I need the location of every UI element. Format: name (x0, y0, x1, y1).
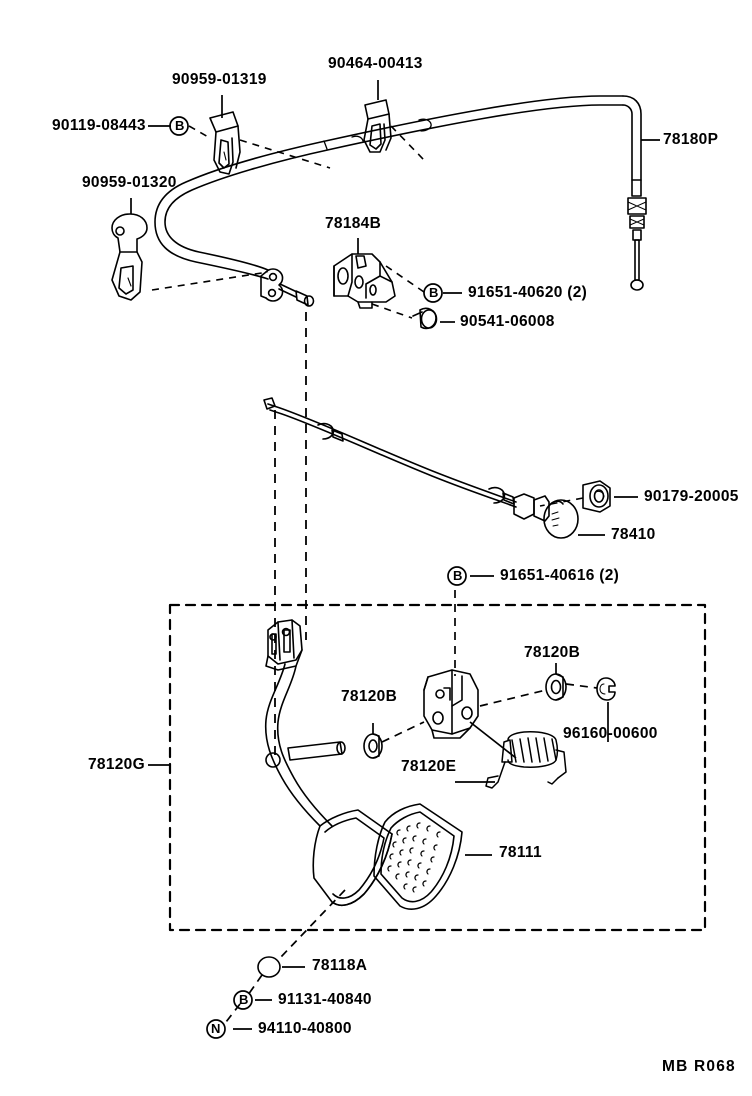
label-78180P: 78180P (663, 131, 719, 148)
bracket-pin-part (412, 307, 438, 330)
callout-mark-circles (169, 116, 467, 1039)
pedal-bushing-right (545, 673, 567, 701)
label-91131-40840: 91131-40840 (278, 991, 372, 1008)
pedal-return-spring-part (485, 731, 567, 789)
label-96160-00600: 96160-00600 (563, 725, 658, 742)
label-78120E: 78120E (401, 758, 457, 775)
callout-mark-b-support: B (453, 568, 463, 583)
e-ring-clip-part (596, 677, 616, 701)
cable-clamp-left-part (111, 213, 148, 301)
vertical-dashed-links (274, 312, 307, 760)
sheet-code: MB R068 (662, 1058, 736, 1075)
pedal-arm-part (264, 619, 346, 827)
label-78410: 78410 (611, 526, 656, 543)
callout-mark-b-bracket: B (429, 285, 439, 300)
label-90464-00413: 90464-00413 (328, 55, 423, 72)
pedal-bushing-left (363, 733, 383, 759)
label-78111: 78111 (499, 844, 542, 861)
callout-mark-n-nut: N (211, 1021, 221, 1036)
switch-grommet-part (582, 480, 611, 513)
assembly-dashed-lines (151, 125, 584, 507)
label-78184B: 78184B (325, 215, 382, 232)
pedal-stopper-cushion-part (257, 956, 281, 978)
label-91651-40616: 91651-40616 (2) (500, 567, 620, 584)
callout-mark-b-nut: B (239, 992, 249, 1007)
inner-cable-to-switch (263, 397, 517, 508)
pedal-pad-part (373, 803, 463, 910)
label-90959-01320: 90959-01320 (82, 174, 177, 191)
label-90959-01319: 90959-01319 (172, 71, 267, 88)
cable-yoke-joint (260, 268, 315, 307)
pedal-plate-part (312, 809, 393, 907)
pedal-support-bracket (423, 669, 479, 739)
label-90179-20005: 90179-20005 (644, 488, 739, 505)
leader-lines (130, 80, 660, 1030)
label-91651-40620: 91651-40620 (2) (468, 284, 588, 301)
label-78120G: 78120G (88, 756, 145, 773)
stop-switch-part (513, 493, 579, 539)
accel-cable-outer (154, 95, 642, 280)
label-78118A: 78118A (312, 957, 368, 974)
cable-bracket-part (333, 253, 396, 309)
label-90119-08443: 90119-08443 (52, 117, 146, 134)
cable-end-adjuster (627, 179, 647, 291)
label-94110-40800: 94110-40800 (258, 1020, 352, 1037)
cable-sheath-joints (323, 118, 432, 150)
cable-clip-center-part (363, 99, 392, 153)
label-90541-06008: 90541-06008 (460, 313, 555, 330)
label-78120B-left: 78120B (341, 688, 398, 705)
label-78120B-right: 78120B (524, 644, 581, 661)
callout-mark-b-upper: B (175, 118, 185, 133)
cable-clip-upper-part (209, 111, 241, 175)
